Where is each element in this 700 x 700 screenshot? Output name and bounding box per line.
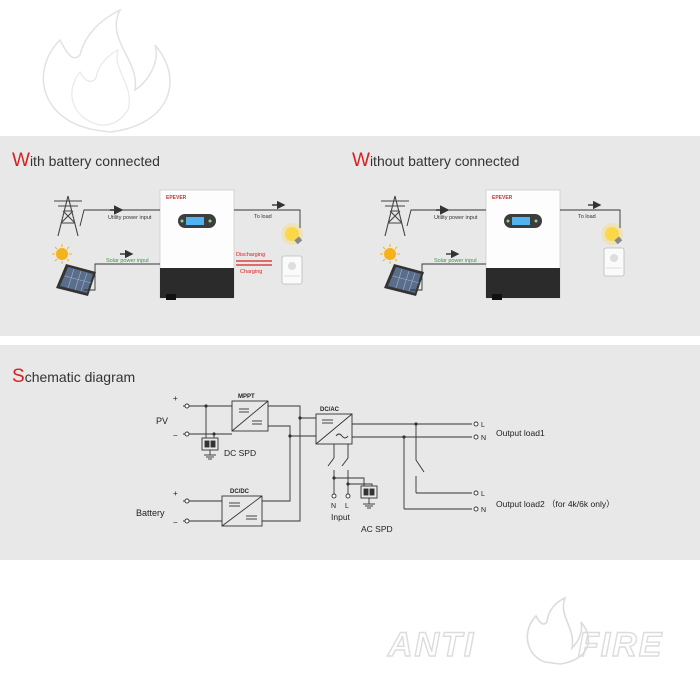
title-initial: W: [12, 150, 30, 171]
output-load2-label: Output load2 （for 4k/6k only）: [496, 499, 615, 509]
out2-l-label: L: [481, 491, 485, 498]
pv-plus-label: +: [173, 394, 178, 403]
solar-input-label: Solar power input: [434, 258, 477, 264]
input-l-label: L: [345, 503, 349, 510]
out1-l-label: L: [481, 422, 485, 429]
battery-label: Battery: [136, 508, 165, 518]
without-battery-title: Without battery connected: [352, 150, 519, 172]
battery-plus-label: +: [173, 489, 178, 498]
out2-n-label: N: [481, 507, 486, 514]
title-initial: W: [352, 150, 370, 171]
dcac-label: DC/AC: [320, 407, 340, 413]
input-n-label: N: [331, 503, 336, 510]
schematic-panel: [0, 345, 700, 560]
logo-text-left: ANTI: [387, 626, 475, 664]
mppt-label: MPPT: [238, 394, 255, 400]
pv-minus-label: −: [173, 431, 178, 440]
operation-diagrams: EPEVER Utility power input Solar power i…: [51, 189, 625, 301]
input-label: Input: [331, 512, 351, 522]
flame-watermark-icon: [42, 8, 171, 133]
discharging-label: Discharging: [236, 252, 265, 258]
ac-spd-label: AC SPD: [361, 524, 393, 534]
dcdc-label: DC/DC: [230, 489, 250, 495]
dc-spd-label: DC SPD: [224, 448, 256, 458]
operation-modes-panel: [0, 136, 700, 336]
inverter-brand: EPEVER: [166, 195, 187, 201]
utility-input-label: Utility power input: [108, 215, 152, 221]
logo-flame-icon: [526, 596, 590, 665]
inverter-brand: EPEVER: [492, 195, 513, 201]
battery-minus-label: −: [173, 518, 178, 527]
pv-label: PV: [156, 416, 168, 426]
with-battery-title: With battery connected: [12, 150, 160, 172]
title-initial: S: [12, 366, 25, 387]
schematic-title: Schematic diagram: [12, 366, 135, 388]
to-load-label: To load: [578, 214, 596, 220]
title-text: ithout battery connected: [369, 153, 520, 169]
title-text: chematic diagram: [24, 369, 136, 385]
title-text: ith battery connected: [29, 153, 160, 169]
charging-label: Charging: [240, 269, 262, 275]
utility-input-label: Utility power input: [434, 215, 478, 221]
output-load1-label: Output load1: [496, 428, 545, 438]
solar-input-label: Solar power input: [106, 258, 149, 264]
anti-fire-logo: ANTI FIRE: [386, 596, 663, 665]
logo-text-right: FIRE: [578, 626, 663, 664]
to-load-label: To load: [254, 214, 272, 220]
out1-n-label: N: [481, 435, 486, 442]
